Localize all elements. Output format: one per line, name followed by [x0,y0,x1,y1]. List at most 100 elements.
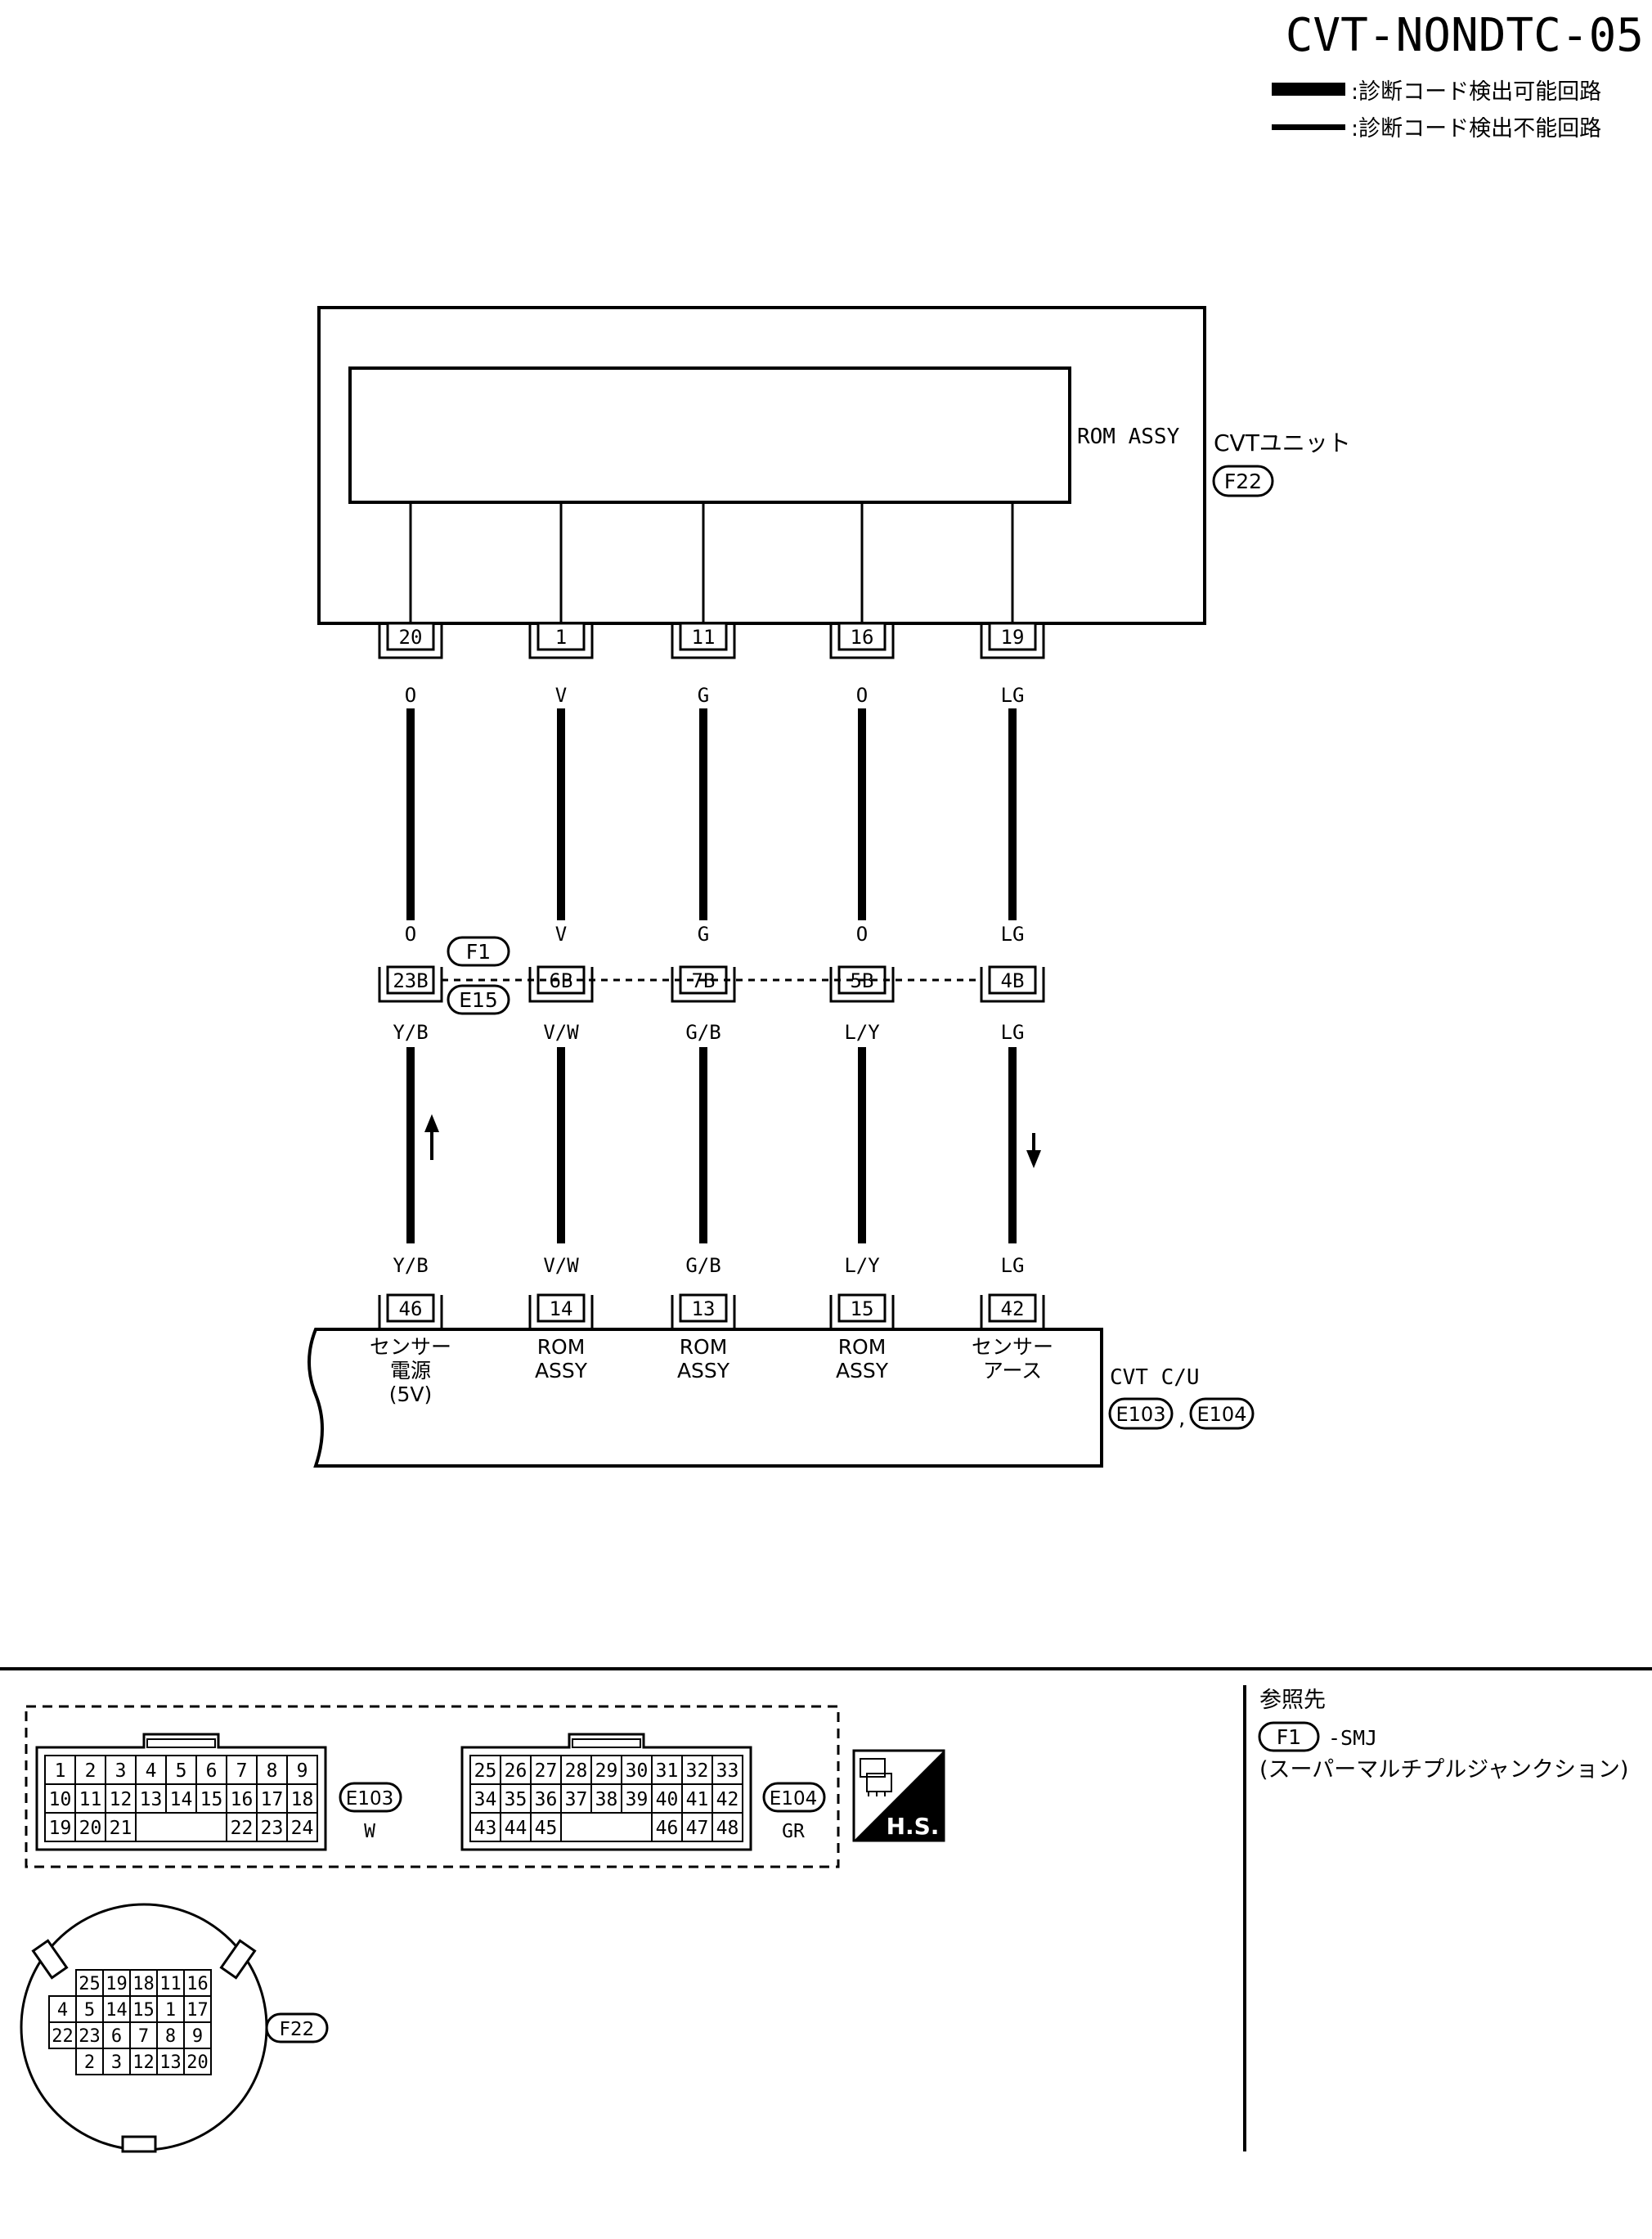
cu-terminal-label-line: 電源 [390,1359,431,1383]
cu-pin-bracket [980,1295,1045,1331]
connector-pin-number: 24 [291,1818,314,1839]
connector-cavity [183,2021,212,2049]
wire-color-cu: V/W [543,1254,579,1277]
connector-pin-number: 2 [84,2052,95,2073]
connector-pin-number: 25 [79,1974,101,1994]
connector-pin-number: 3 [111,2052,122,2073]
connector-cavity [75,2021,104,2049]
cu-terminal-label-line: アース [983,1359,1042,1383]
connector-pin-number: 39 [626,1789,649,1810]
smj-pin: 23B [378,965,443,1003]
connector-pin-number: 37 [565,1789,588,1810]
connector-cavity [156,1995,185,2023]
connector-cavity [183,2048,212,2075]
connector-pin-number: 45 [535,1818,558,1839]
cu-pin-label: 46 [399,1297,423,1320]
cvt-cu: CVT C/U E103 , E104 [308,1328,1255,1468]
wire-color-smj-top: G [698,923,709,946]
wire-color-unit: V [555,684,567,707]
smj-pin-bracket [528,967,594,1003]
smj-connector-f1: F1 [466,940,491,964]
connector-pin-number: 19 [105,1974,128,1994]
connector-pin-number: 22 [52,2026,74,2047]
cu-pin-box [536,1293,586,1323]
smj-pin-bracket [980,967,1045,1003]
unit-pin-label: 16 [851,626,874,649]
cu-pin-box [386,1293,435,1323]
smj-pin-bracket [829,967,895,1003]
unit-pin-label: 20 [399,626,423,649]
wire-color-smj-bottom: G/B [685,1021,721,1044]
cu-pin-bracket [671,1295,736,1331]
reference-suffix: -SMJ [1328,1726,1377,1750]
connector-cavity [156,2048,185,2075]
wire-color-smj-bottom: V/W [543,1021,579,1044]
connector-pin-number: 9 [297,1760,308,1782]
connector-pin-number: 42 [716,1789,739,1810]
connector-cavity [165,1783,197,1814]
wire-color-smj-top: O [405,923,416,946]
connector-pin-number: 48 [716,1818,739,1839]
connector-cavity [500,1812,532,1842]
hs-badge-dark-half [854,1751,944,1841]
cu-terminal-label-line: センサー [370,1335,451,1359]
cu-pin: 42 [980,1293,1045,1331]
connector-pin-number: 27 [535,1760,558,1782]
reference-connector: F1 [1277,1725,1301,1749]
connector-pin-number: 29 [595,1760,618,1782]
wire-color-unit: O [405,684,416,707]
smj-connector-f1-badge [447,936,510,967]
connector-cavity [105,1812,137,1842]
cu-pin: 15 [829,1293,895,1331]
connector-cavity [651,1812,683,1842]
wire-color-smj-bottom: L/Y [844,1021,880,1044]
connector-id: E104 [770,1788,817,1810]
connector-cavity [469,1783,501,1814]
circuits: 20OO23BY/BY/B46センサー電源(5V)1VV6BV/WV/W14RO… [370,502,1053,1406]
connector-pin-number: 12 [132,2052,155,2073]
connector-pin-number: 16 [186,1974,209,1994]
connector-latch [572,1738,641,1748]
connector-pin-number: 14 [170,1789,193,1810]
unit-pin: 19 [980,622,1045,659]
unit-pin-bracket [980,623,1045,659]
unit-pin: 1 [528,622,594,659]
connector-pin-number: 23 [79,2026,101,2047]
cvt-unit-connector-label: F22 [1224,470,1262,493]
connector-cavity [195,1755,227,1785]
connector-pin-number: 26 [505,1760,527,1782]
connector-cavity [560,1755,592,1785]
connector-pin-number: 30 [626,1760,649,1782]
rom-assy-label: ROM ASSY [1077,425,1180,449]
smj-junction: F1 E15 [442,936,980,1015]
connector-pin-number: 34 [474,1789,497,1810]
cvt-unit-name: CVTユニット [1214,429,1351,456]
connector-cavity [712,1755,743,1785]
cu-pin-box [837,1293,887,1323]
cu-pin-box [988,1293,1037,1323]
connector-cavity [156,2021,185,2049]
unit-pin-box [837,622,887,651]
connector-cavity [75,1995,104,2023]
cu-pin: 46 [378,1293,443,1331]
cu-pin-label: 15 [851,1297,874,1320]
connector-cavity [681,1812,713,1842]
smj-pin: 4B [980,965,1045,1003]
cvt-unit-connector-badge [1212,465,1274,497]
cu-pin: 13 [671,1293,736,1331]
smj-pin: 5B [829,965,895,1003]
legend-thick-line [1272,83,1345,96]
connector-pin-number: 18 [291,1789,314,1810]
connector-cavity [256,1755,288,1785]
connector-cavity [183,1969,212,1997]
cu-terminal-label-line: ASSY [535,1359,588,1383]
connector-pin-number: 32 [686,1760,709,1782]
hs-badge: H.S. [852,1749,945,1842]
connector-pin-number: 23 [261,1818,284,1839]
connector-pin-number: 47 [686,1818,709,1839]
